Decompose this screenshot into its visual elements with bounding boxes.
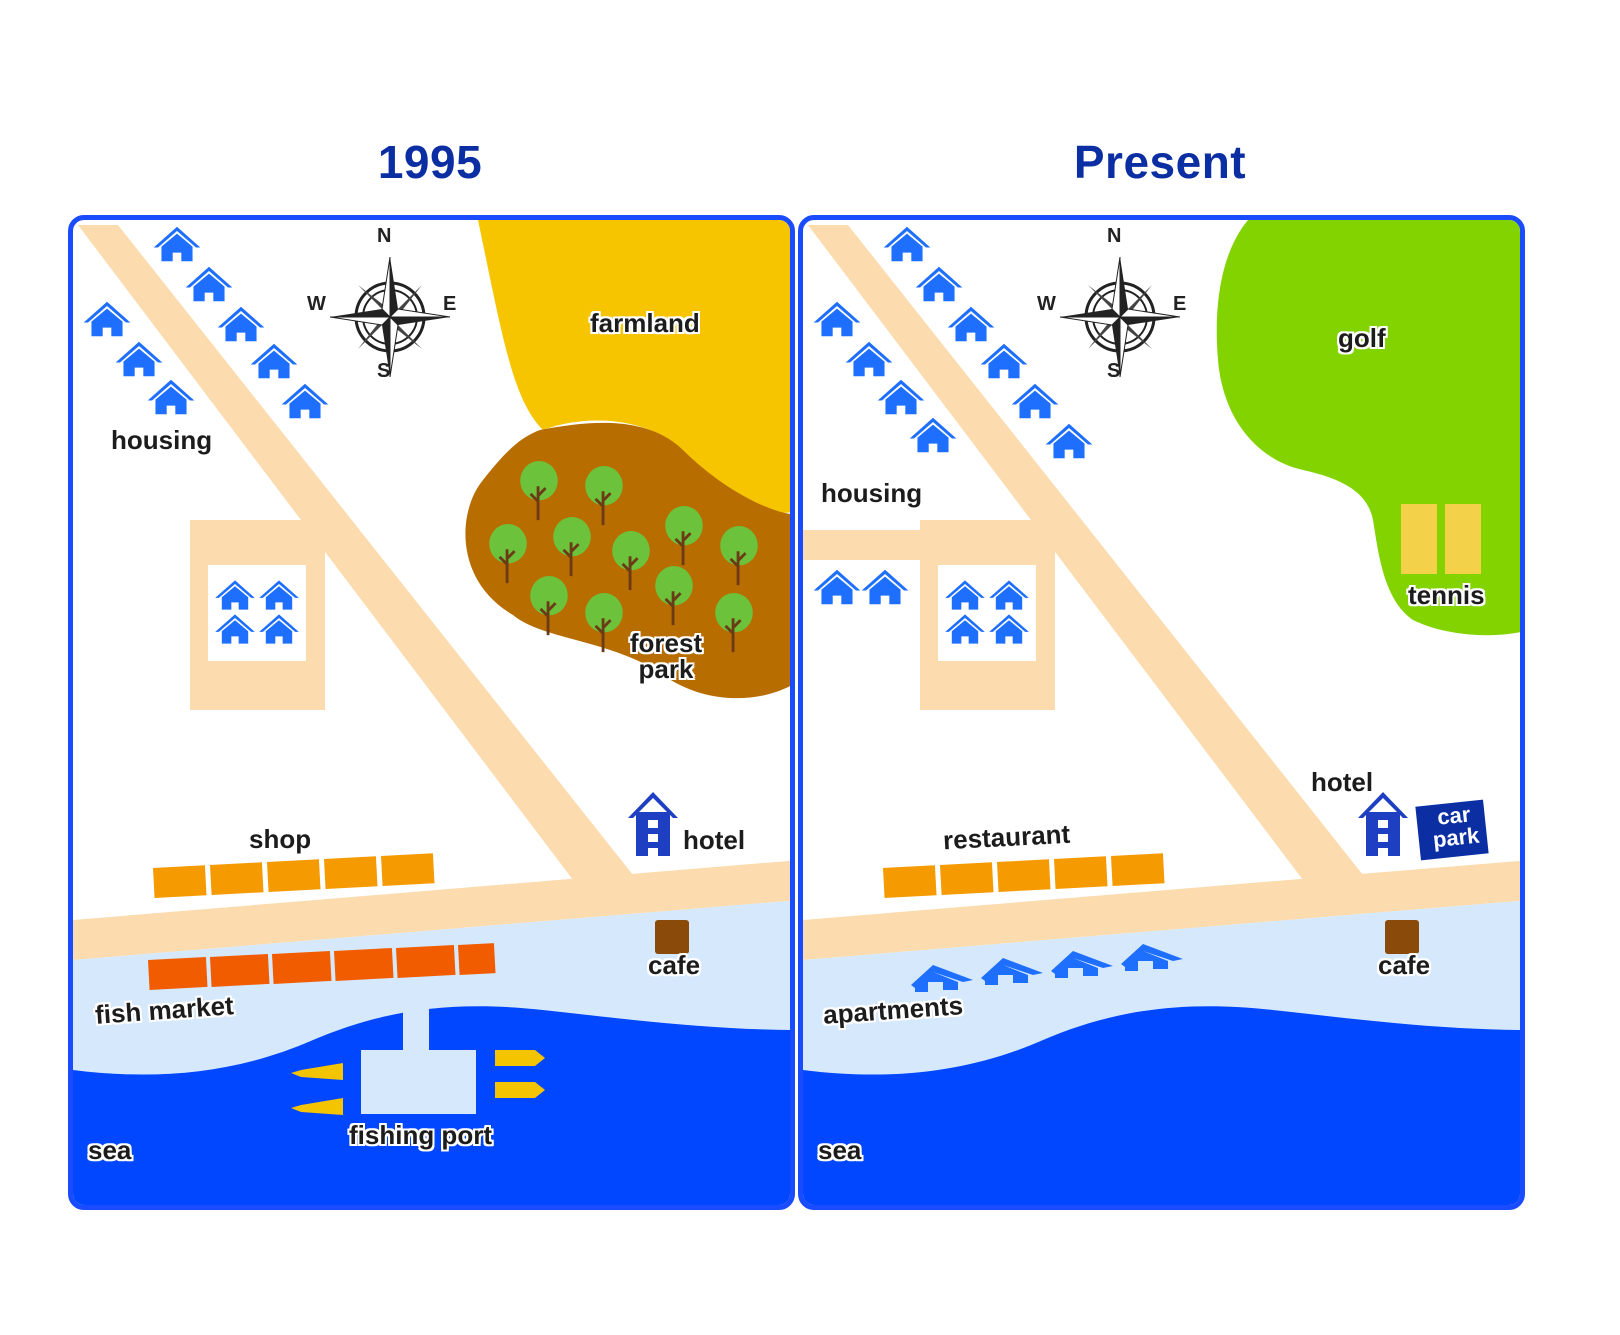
house-icon <box>909 417 957 453</box>
compass-rose-icon <box>1060 257 1180 377</box>
apartment-icon <box>1121 944 1183 971</box>
shop-unit <box>381 853 435 886</box>
car-park-area <box>1415 799 1489 861</box>
restaurant-unit <box>1054 856 1108 889</box>
compass-south: S <box>1107 360 1121 382</box>
compass-north: N <box>1107 225 1122 247</box>
compass-west: W <box>1037 293 1056 315</box>
shore-area <box>73 900 790 1075</box>
fish-market-unit <box>272 950 332 984</box>
shop-unit <box>209 862 264 895</box>
hotel-icon <box>1358 792 1408 856</box>
house-icon <box>861 569 909 605</box>
house-icon <box>947 306 995 342</box>
boat-icon <box>291 1098 343 1115</box>
restaurant-unit <box>883 865 937 898</box>
fish-market-unit <box>209 953 270 987</box>
label-car-park: car park <box>1431 801 1481 853</box>
label-golf: golf <box>1338 323 1386 353</box>
compass-north: N <box>377 225 392 247</box>
shop-unit <box>153 865 207 898</box>
house-icon <box>813 569 861 605</box>
shop-row <box>153 853 435 898</box>
fishing-port-pier <box>403 1000 429 1055</box>
boat-icon <box>495 1082 545 1098</box>
compass-east: E <box>1173 293 1187 315</box>
map-present: N S W E housing golf tennis hotel car pa… <box>798 215 1525 1210</box>
sea-area <box>803 1006 1520 1205</box>
golf-area <box>1216 220 1520 636</box>
house-icon <box>883 226 931 262</box>
tennis-court <box>1445 504 1481 574</box>
house-icon <box>153 226 201 262</box>
house-icon <box>250 343 298 379</box>
house-icon <box>217 306 265 342</box>
house-icon <box>1045 423 1093 459</box>
house-icon <box>83 301 131 337</box>
label-cafe: cafe <box>648 950 701 980</box>
fish-market-unit <box>148 956 208 990</box>
house-icon <box>115 341 163 377</box>
map-title-1995: 1995 <box>377 136 483 188</box>
shop-unit <box>267 859 321 892</box>
house-icon <box>980 343 1028 379</box>
coast-road <box>803 860 1520 960</box>
restaurant-unit <box>939 862 994 895</box>
cafe-building <box>1385 920 1419 954</box>
label-hotel: hotel <box>1311 767 1374 797</box>
shop-unit <box>324 856 378 889</box>
fish-market-unit <box>396 944 456 978</box>
compass-west: W <box>307 293 326 315</box>
boat-icon <box>291 1063 343 1080</box>
farmland-area <box>478 220 790 513</box>
fish-market-row <box>148 943 496 990</box>
apartment-icon <box>1051 951 1113 978</box>
label-tennis: tennis <box>1408 580 1485 610</box>
diagonal-road <box>808 225 1363 880</box>
restaurant-unit <box>997 859 1051 892</box>
tennis-court <box>1401 504 1437 574</box>
compass-south: S <box>377 360 391 382</box>
compass-rose-icon <box>330 257 450 377</box>
label-sea: sea <box>818 1135 862 1165</box>
apartment-icon <box>981 958 1043 985</box>
housing-group-west <box>813 569 909 605</box>
map-1995: N S W E housing farmland forest park sho… <box>68 215 795 1210</box>
label-cafe: cafe <box>1378 950 1431 980</box>
fishing-port <box>361 1050 476 1114</box>
house-icon <box>813 301 861 337</box>
map-title-present: Present <box>1073 136 1247 188</box>
apartments-group <box>911 944 1183 992</box>
coast-road <box>73 860 790 960</box>
label-fishing-port: fishing port <box>349 1120 492 1150</box>
boat-icon <box>495 1050 545 1066</box>
label-sea: sea <box>88 1135 132 1165</box>
house-icon <box>1011 383 1059 419</box>
label-forest-park: forest park <box>629 628 703 684</box>
label-shop: shop <box>249 824 312 854</box>
house-icon <box>281 383 329 419</box>
cafe-building <box>655 920 689 954</box>
compass-east: E <box>443 293 457 315</box>
restaurant-unit <box>1111 853 1165 886</box>
label-restaurant: restaurant <box>942 818 1071 856</box>
house-icon <box>185 266 233 302</box>
house-icon <box>877 379 925 415</box>
house-icon <box>845 341 893 377</box>
west-road <box>803 530 920 560</box>
fish-market-unit <box>333 947 394 981</box>
house-icon <box>147 379 195 415</box>
restaurant-row <box>883 853 1165 898</box>
label-hotel: hotel <box>683 825 746 855</box>
diagonal-road <box>78 225 633 880</box>
shore-area <box>803 900 1520 1075</box>
label-farmland: farmland <box>590 308 700 338</box>
house-icon <box>915 266 963 302</box>
hotel-icon <box>628 792 678 856</box>
fish-market-unit <box>458 943 496 975</box>
label-housing: housing <box>111 425 213 455</box>
label-housing: housing <box>821 478 923 508</box>
apartment-icon <box>911 965 973 992</box>
